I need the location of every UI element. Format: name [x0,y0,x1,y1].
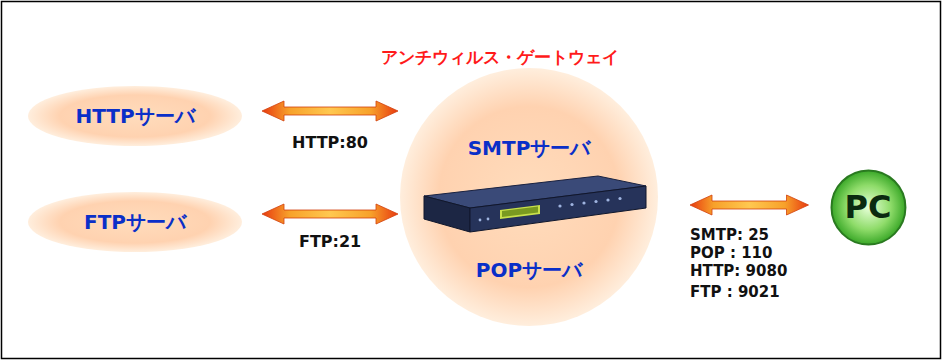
device-front [470,186,646,232]
pc-circle: PC [830,169,907,246]
device-display [500,205,540,219]
port-label: HTTP: 9080 [690,262,787,280]
server-label: POPサーバ [400,257,658,284]
device-side [424,196,470,232]
device-display-inner [502,207,538,218]
double-arrow [262,101,398,121]
server-label: FTPサーバ [28,209,242,236]
port-label: SMTP: 25 [690,226,769,244]
server-ellipse: FTPサーバ [28,192,242,252]
diagram-title: アンチウィルス・ゲートウェイ [381,46,619,69]
double-arrow [690,195,809,215]
node-outline [400,68,658,326]
device-leds [479,197,622,222]
double-arrow [262,204,398,224]
pc-label: PC [830,188,907,226]
server-label: SMTPサーバ [400,135,658,162]
port-label: HTTP:80 [292,133,368,152]
port-label: FTP:21 [299,232,361,251]
server-ellipse: HTTPサーバ [28,86,242,146]
server-label: HTTPサーバ [28,103,242,130]
port-label: POP : 110 [690,244,773,262]
port-label: FTP : 9021 [690,283,780,301]
node-outline [28,86,242,146]
node-outline [28,192,242,252]
